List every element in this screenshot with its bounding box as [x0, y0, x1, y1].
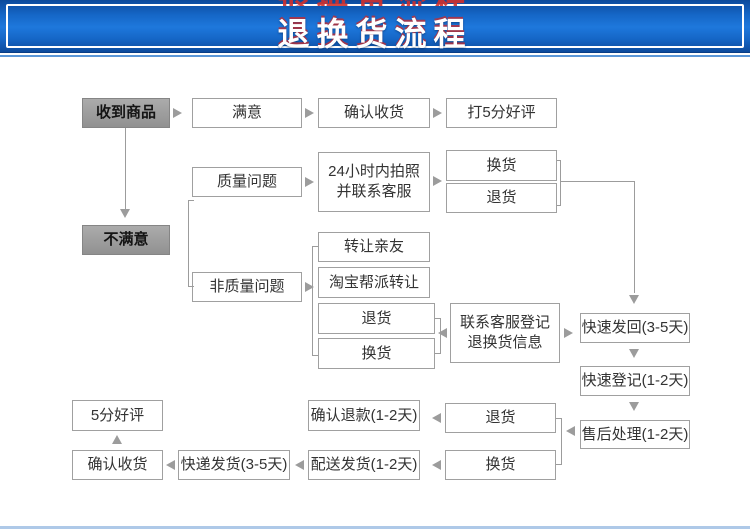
flow-box-return-final: 退货: [445, 403, 556, 433]
bracket-quality-exchange-return: [557, 160, 561, 206]
flow-box-five-star: 5分好评: [72, 400, 163, 431]
bracket-issue-types: [188, 200, 194, 287]
banner-sub-divider: [0, 55, 750, 57]
page-title: 退换货流程: [277, 16, 473, 52]
arrow-left-icon: [432, 413, 441, 423]
flow-box-express-delivery: 快递发货(3-5天): [178, 450, 290, 480]
flow-box-non-quality-issue: 非质量问题: [192, 272, 302, 302]
flow-box-quality-issue: 质量问题: [192, 167, 302, 197]
flow-box-confirm-refund: 确认退款(1-2天): [308, 400, 420, 431]
flow-box-received: 收到商品: [82, 98, 170, 128]
flow-box-unsatisfied: 不满意: [82, 225, 170, 255]
arrow-right-icon: [433, 176, 442, 186]
bracket-nonquality-options: [312, 246, 318, 356]
connector-quality-vertical: [634, 181, 635, 293]
connector-received-to-unsatisfied: [125, 128, 126, 209]
flow-box-exchange-nonquality: 换货: [318, 338, 435, 369]
flow-box-satisfied: 满意: [192, 98, 302, 128]
flow-box-transfer-friends: 转让亲友: [318, 232, 430, 262]
arrow-right-icon: [433, 108, 442, 118]
arrow-left-icon: [438, 328, 447, 338]
flow-box-fast-sendback: 快速发回(3-5天): [580, 313, 690, 343]
arrow-down-icon: [120, 209, 130, 218]
arrow-down-icon: [629, 402, 639, 411]
arrow-right-icon: [305, 177, 314, 187]
bottom-divider: [0, 526, 750, 529]
flow-box-taobao-transfer: 淘宝帮派转让: [318, 267, 430, 298]
flow-box-return-quality: 退货: [446, 183, 557, 213]
cropped-red-title-fragment: 退换货流程: [0, 0, 750, 6]
flow-box-dispatch: 配送发货(1-2天): [308, 450, 420, 480]
flow-box-fast-register: 快速登记(1-2天): [580, 366, 690, 396]
flow-box-contact-customer-service: 联系客服登记 退换货信息: [450, 303, 560, 363]
arrow-left-icon: [566, 426, 575, 436]
arrow-left-icon: [432, 460, 441, 470]
flow-box-confirm-receipt-top: 确认收货: [318, 98, 430, 128]
flow-box-confirm-receipt-bottom: 确认收货: [72, 450, 163, 480]
arrow-left-icon: [295, 460, 304, 470]
arrow-down-icon: [629, 349, 639, 358]
flow-box-return-nonquality: 退货: [318, 303, 435, 334]
flow-box-exchange-quality: 换货: [446, 150, 557, 181]
arrow-right-icon: [173, 108, 182, 118]
arrow-left-icon: [166, 460, 175, 470]
arrow-right-icon: [564, 328, 573, 338]
arrow-right-icon: [305, 108, 314, 118]
flow-box-exchange-final: 换货: [445, 450, 556, 480]
arrow-right-icon: [305, 282, 314, 292]
header-banner: 退换货流程 退换货流程: [0, 0, 750, 53]
connector-quality-horizontal: [561, 181, 634, 182]
flow-box-give-5-star: 打5分好评: [446, 98, 557, 128]
flow-box-aftersale-processing: 售后处理(1-2天): [580, 420, 690, 449]
arrow-up-icon: [112, 435, 122, 444]
arrow-down-icon: [629, 295, 639, 304]
flow-box-photo-24h: 24小时内拍照 并联系客服: [318, 152, 430, 212]
bracket-final-return-exchange: [556, 418, 562, 465]
